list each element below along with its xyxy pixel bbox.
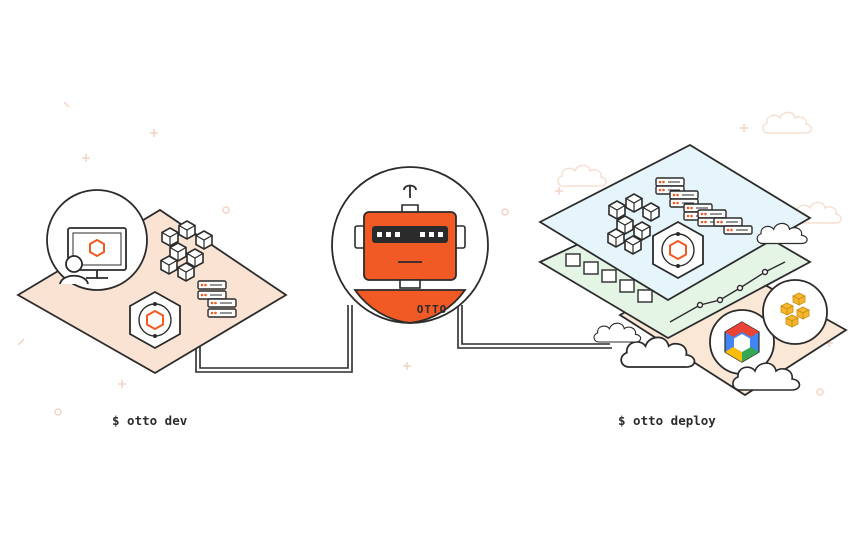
dev-platform: [16, 189, 288, 375]
monitor-icon: [67, 227, 127, 279]
deploy-command-caption: $ otto deploy: [618, 413, 716, 428]
dev-command-caption: $ otto dev: [112, 413, 188, 428]
deploy-platform: [538, 143, 848, 397]
network-links: [669, 261, 786, 323]
user-icon: [59, 255, 89, 285]
connection-pipes: [195, 305, 612, 373]
cloud-icon: [593, 322, 642, 343]
hexagon-badge-icon: [652, 220, 704, 280]
hexagon-badge-icon: [129, 290, 181, 350]
green-layer-blocks: [565, 253, 653, 303]
otto-robot: [331, 166, 489, 324]
robot-chest-label: OTTO: [416, 303, 448, 316]
google-cloud-icon: [709, 309, 775, 375]
aws-icon: [762, 279, 828, 345]
developer-workstation: [46, 189, 148, 291]
